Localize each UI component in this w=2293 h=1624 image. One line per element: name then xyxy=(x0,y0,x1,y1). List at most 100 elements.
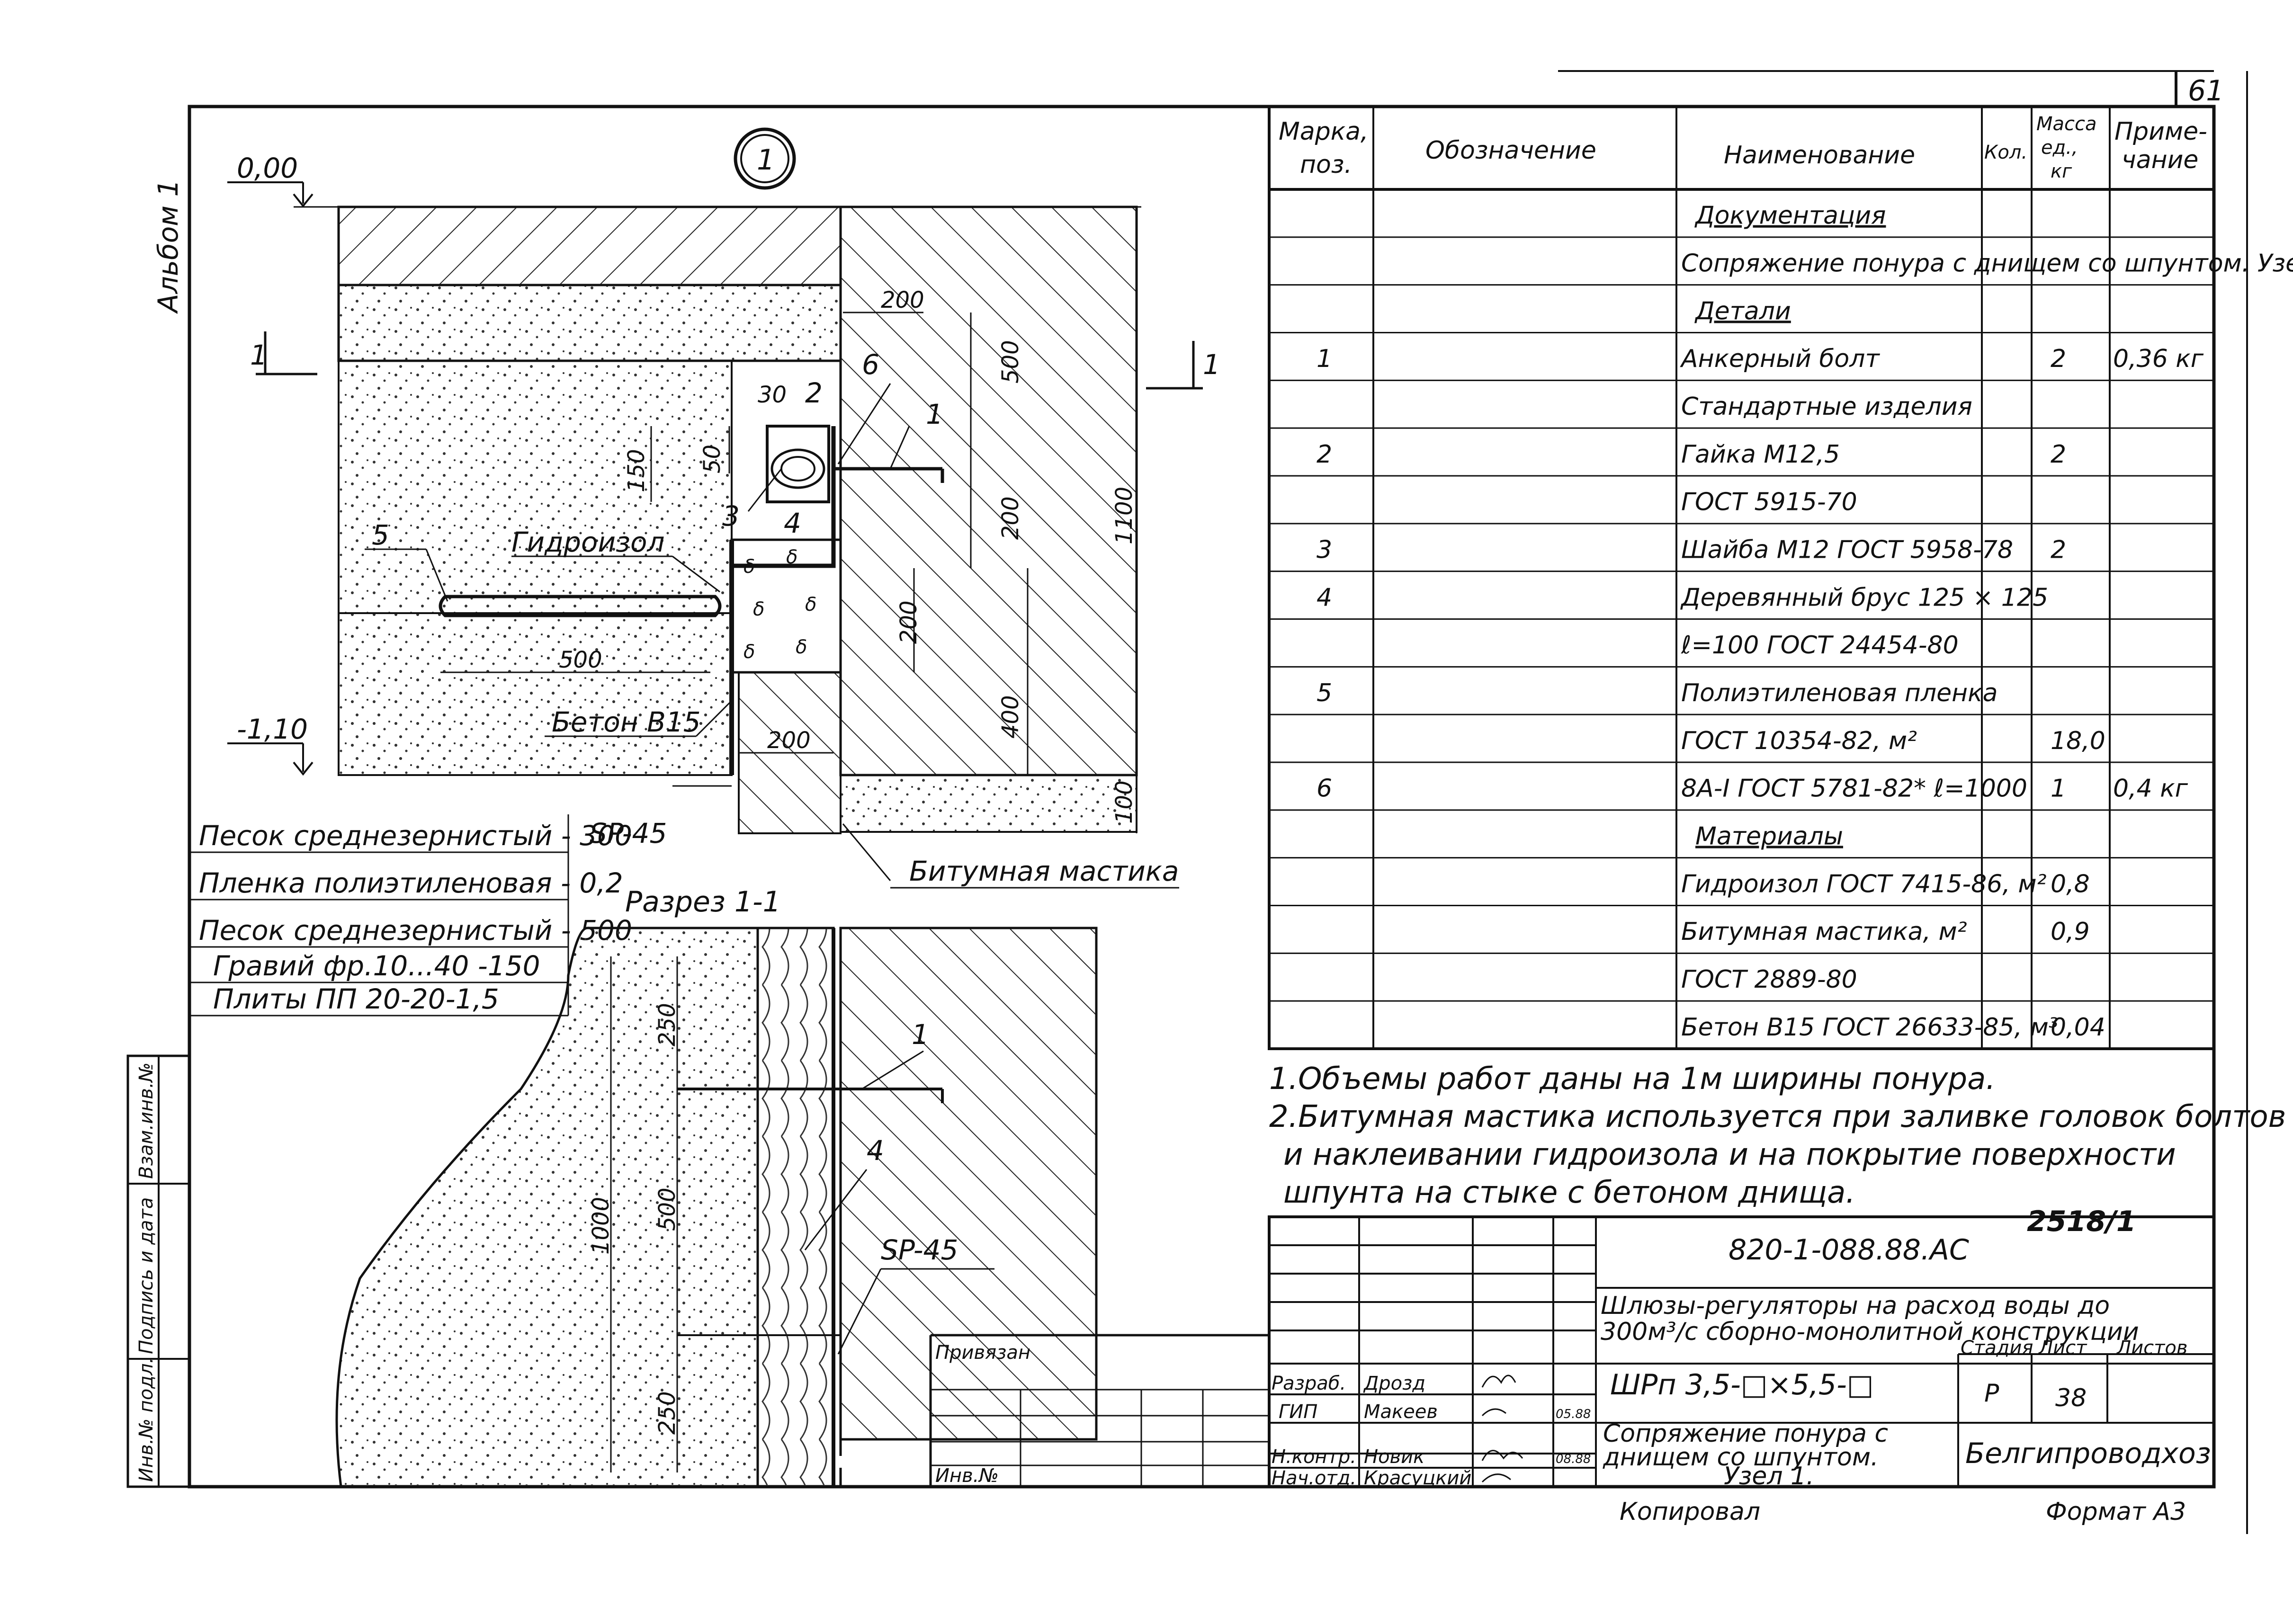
date-2: 05.88 xyxy=(1556,1407,1591,1421)
bitumen-label: Битумная мастика xyxy=(909,855,1179,887)
role-3: Н.контр. xyxy=(1272,1446,1356,1468)
sheet-pile-label: SP-45 xyxy=(590,817,667,849)
note-4: шпунта на стыке с бетоном днища. xyxy=(1283,1175,1855,1210)
spec-cell-name: Документация xyxy=(1694,202,1886,230)
spec-cell-mass: 0,04 xyxy=(2051,1013,2105,1042)
concrete-label: Бетон В15 xyxy=(552,706,701,738)
spec-row: ГОСТ 2889-80 xyxy=(1681,965,1857,994)
spec-row: Стандартные изделия xyxy=(1681,393,1972,421)
spec-cell-pos: 4 xyxy=(1317,583,1332,612)
dim-250-top: 250 xyxy=(654,1003,681,1046)
dim-250-bottom: 250 xyxy=(654,1391,681,1435)
dim-50: 50 xyxy=(699,445,726,473)
spec-cell-mass: 2 xyxy=(2051,535,2066,564)
dim-200-bottom: 200 xyxy=(767,727,811,754)
spec-row: Документация xyxy=(1694,202,1886,230)
spec-cell-name: Шайба М12 ГОСТ 5958-78 xyxy=(1681,535,2013,564)
spec-cell-name: Бетон В15 ГОСТ 26633-85, м³ xyxy=(1681,1013,2059,1042)
title-block: Привязан Инв.№ 820-1-088.88.АС Шлюзы-рег… xyxy=(929,1215,2215,1490)
spec-cell-mass: 0,8 xyxy=(2051,870,2090,898)
spec-cell-name: Стандартные изделия xyxy=(1681,393,1972,421)
spec-cell-pos: 1 xyxy=(1317,345,1332,373)
section-sheet-pile-label: SP-45 xyxy=(881,1234,958,1266)
signature-3 xyxy=(1481,1450,1523,1461)
copied-label: Копировал xyxy=(1620,1498,1760,1526)
layer-1: Песок среднезернистый - 300 xyxy=(199,820,632,852)
header-mass-2: ед., xyxy=(2041,137,2078,159)
spec-cell-name: ГОСТ 5915-70 xyxy=(1681,488,1857,517)
name-1: Дрозд xyxy=(1363,1373,1425,1394)
dim-500-sand: 500 xyxy=(559,647,602,673)
spec-cell-pos: 2 xyxy=(1317,440,1332,469)
section-mark-left: 1 xyxy=(250,339,268,371)
spec-row: 3 Шайба М12 ГОСТ 5958-78 2 xyxy=(1317,535,2066,564)
callout-1: 1 xyxy=(926,398,943,430)
dim-150: 150 xyxy=(623,449,650,492)
section-title: Разрез 1-1 xyxy=(625,885,781,919)
layer-3: Песок среднезернистый - 500 xyxy=(199,914,632,946)
name-2: Макеев xyxy=(1364,1401,1438,1423)
hydroizol-label: Гидроизол xyxy=(511,526,665,558)
spec-row: Сопряжение понура с днищем со шпунтом. У… xyxy=(1681,249,2293,277)
spec-row: Материалы xyxy=(1695,822,1843,850)
spec-cell-note: 0,36 кг xyxy=(2113,345,2204,373)
callout-3: 3 xyxy=(722,500,740,532)
layer-2: Пленка полиэтиленовая - 0,2 xyxy=(199,867,623,899)
header-name: Наименование xyxy=(1724,141,1915,170)
sheets-label: Листов xyxy=(2116,1337,2187,1359)
spec-cell-name: Гидроизол ГОСТ 7415-86, м² xyxy=(1681,870,2047,898)
dim-500-top: 500 xyxy=(997,340,1024,384)
bound-label: Привязан xyxy=(935,1342,1030,1364)
signature-1 xyxy=(1481,1374,1516,1388)
dim-100: 100 xyxy=(1111,780,1138,824)
spec-row: ℓ=100 ГОСТ 24454-80 xyxy=(1681,631,1959,660)
node-number: 1 xyxy=(757,143,775,177)
spec-cell-name: ГОСТ 10354-82, м² xyxy=(1681,727,1917,755)
header-note: Приме- xyxy=(2114,117,2207,146)
sheet-title-2: днищем со шпунтом. xyxy=(1603,1443,1879,1472)
layer-list: Песок среднезернистый - 300 Пленка полиэ… xyxy=(189,814,632,1017)
section-callout-4: 4 xyxy=(867,1134,884,1167)
section-mark-right: 1 xyxy=(1203,348,1220,381)
header-pos-2: поз. xyxy=(1300,151,1352,179)
sheet-title-3: Узел 1. xyxy=(1724,1462,1814,1490)
note-2: 2.Битумная мастика используется при зали… xyxy=(1269,1099,2286,1134)
dim-200-block: 200 xyxy=(896,600,922,644)
spec-row: Битумная мастика, м² 0,9 xyxy=(1681,918,2090,946)
callout-2: 2 xyxy=(805,377,823,409)
spec-cell-name: Битумная мастика, м² xyxy=(1681,918,1967,946)
sheet-label: Лист xyxy=(2038,1337,2087,1359)
spec-cell-mass: 2 xyxy=(2051,345,2066,373)
callout-6: 6 xyxy=(862,348,879,381)
spec-cell-mass: 0,9 xyxy=(2051,918,2090,946)
spec-cell-name: Сопряжение понура с днищем со шпунтом. У… xyxy=(1681,249,2293,277)
name-3: Новик xyxy=(1364,1446,1424,1468)
header-qty: Кол. xyxy=(1984,142,2027,163)
stage-label: Стадия xyxy=(1961,1337,2033,1359)
inv-label: Инв.№ xyxy=(935,1465,999,1487)
role-4: Нач.отд. xyxy=(1272,1467,1356,1489)
layer-4: Гравий фр.10...40 -150 xyxy=(213,950,540,982)
spec-cell-name: Деревянный брус 125 × 125 xyxy=(1680,583,2048,612)
spec-cell-name: Полиэтиленовая пленка xyxy=(1681,679,1997,707)
spec-cell-name: ГОСТ 2889-80 xyxy=(1681,965,1857,994)
section-drawing: Разрез 1-1 250 500 1000 250 1 4 SP-45 xyxy=(335,885,1098,1488)
spec-cell-pos: 3 xyxy=(1317,535,1332,564)
spec-cell-pos: 6 xyxy=(1317,775,1332,803)
replacement-inv-field: Взам.инв.№ xyxy=(135,1062,157,1179)
spec-cell-mass: 18,0 xyxy=(2051,727,2105,755)
spec-row: Детали xyxy=(1694,297,1791,325)
page-number: 61 xyxy=(2188,74,2224,107)
dim-1100: 1100 xyxy=(1111,487,1138,544)
section-callout-1: 1 xyxy=(912,1018,929,1051)
dim-500-section: 500 xyxy=(654,1187,681,1231)
stage-value: Р xyxy=(1984,1379,1999,1408)
name-4: Красуцкий xyxy=(1364,1467,1471,1489)
signature-2 xyxy=(1481,1408,1506,1417)
dim-30: 30 xyxy=(758,382,787,408)
stamp-number: 2518/1 xyxy=(2027,1205,2136,1238)
